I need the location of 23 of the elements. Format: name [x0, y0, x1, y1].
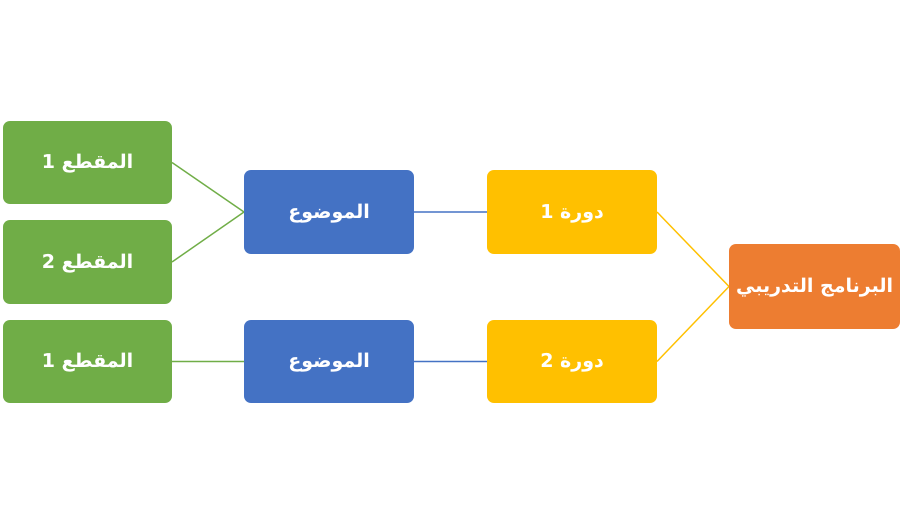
connector-line: [172, 360, 244, 362]
box-label: الموضوع: [288, 350, 370, 373]
connector-line: [656, 211, 730, 288]
process-box: [729, 244, 900, 329]
connector-line: [172, 162, 244, 213]
process-box: [244, 320, 414, 403]
process-box: [3, 320, 172, 403]
process-box: [3, 121, 172, 204]
box-label: دورة 2: [540, 350, 604, 373]
box-label: الموضوع: [288, 200, 370, 224]
box-label: المقطع 1: [42, 350, 134, 373]
process-box: [487, 320, 657, 403]
process-box: [3, 220, 172, 304]
box-label: المقطع 2: [42, 250, 134, 274]
process-box: [487, 170, 657, 254]
connector-line: [414, 360, 487, 362]
connector-line: [172, 211, 244, 263]
connector-line: [414, 211, 487, 213]
process-box: [244, 170, 414, 254]
box-label: المقطع 1: [42, 151, 134, 174]
box-label: البرنامج التدريبي: [736, 275, 893, 298]
connector-line: [656, 286, 730, 362]
box-label: دورة 1: [540, 200, 604, 224]
